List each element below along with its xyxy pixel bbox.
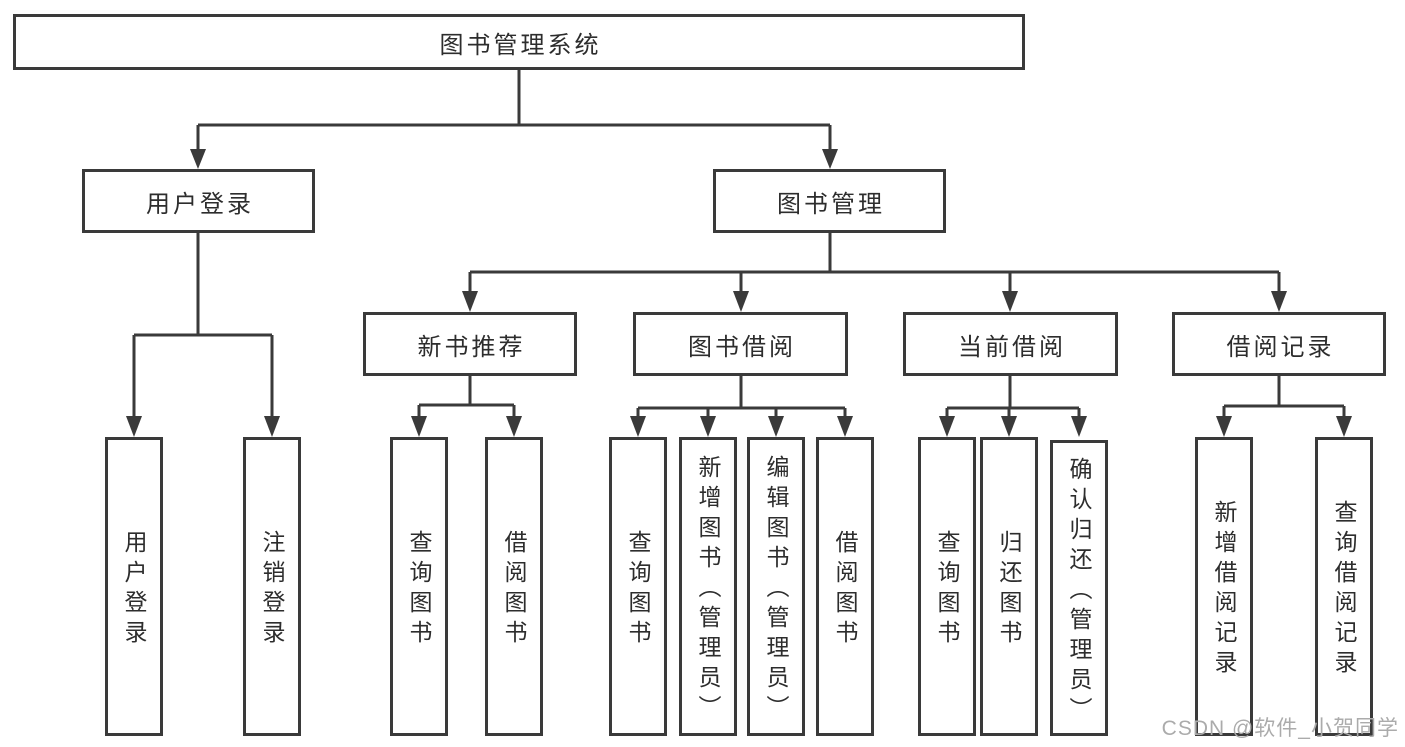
leaf-user-login: 用户登录	[105, 437, 163, 736]
leaf-return-books: 归还图书	[980, 437, 1038, 736]
leaf-query-books-recommend-label: 查询图书	[406, 530, 432, 650]
connector-current-borrowing-branch	[939, 376, 1087, 437]
connector-borrowing-records-branch	[1216, 376, 1352, 437]
node-user-login-label: 用户登录	[146, 190, 254, 218]
node-book-borrowing: 图书借阅	[633, 312, 848, 376]
leaf-query-books-current-label: 查询图书	[934, 530, 960, 650]
leaf-logout: 注销登录	[243, 437, 301, 736]
node-book-borrowing-label: 图书借阅	[688, 333, 796, 361]
leaf-add-book-admin-label: 新增图书（管理员）	[695, 455, 721, 725]
leaf-borrow-books-borrowing: 借阅图书	[816, 437, 874, 736]
connector-root	[190, 70, 838, 169]
leaf-query-borrow-record-label: 查询借阅记录	[1331, 500, 1357, 680]
node-library-management-system-label: 图书管理系统	[439, 31, 602, 59]
connector-user-login-branch	[126, 233, 280, 437]
connector-book-management-branch	[462, 233, 1287, 312]
node-borrowing-records-label: 借阅记录	[1226, 333, 1335, 361]
leaf-borrow-books-recommend-label: 借阅图书	[501, 530, 527, 650]
node-book-management: 图书管理	[713, 169, 946, 233]
leaf-return-books-label: 归还图书	[996, 530, 1022, 650]
leaf-add-borrow-record-label: 新增借阅记录	[1211, 500, 1237, 680]
node-new-book-recommendation: 新书推荐	[363, 312, 577, 376]
leaf-user-login-label: 用户登录	[121, 530, 147, 650]
connector-book-borrowing-branch	[630, 376, 853, 437]
csdn-watermark: CSDN @软件_小贺同学	[1161, 717, 1399, 740]
connector-new-book-recommendation-branch	[411, 376, 522, 437]
node-library-management-system: 图书管理系统	[13, 14, 1025, 70]
leaf-edit-book-admin: 编辑图书（管理员）	[747, 437, 805, 736]
leaf-logout-label: 注销登录	[259, 530, 285, 650]
leaf-add-borrow-record: 新增借阅记录	[1195, 437, 1253, 736]
node-user-login: 用户登录	[82, 169, 315, 233]
leaf-query-books-recommend: 查询图书	[390, 437, 448, 736]
leaf-query-books-current: 查询图书	[918, 437, 976, 736]
leaf-edit-book-admin-label: 编辑图书（管理员）	[763, 455, 789, 725]
leaf-add-book-admin: 新增图书（管理员）	[679, 437, 737, 736]
leaf-confirm-return-admin: 确认归还（管理员）	[1050, 440, 1108, 736]
leaf-query-books-borrowing-label: 查询图书	[625, 530, 651, 650]
leaf-borrow-books-recommend: 借阅图书	[485, 437, 543, 736]
node-book-management-label: 图书管理	[777, 190, 885, 218]
node-borrowing-records: 借阅记录	[1172, 312, 1386, 376]
node-current-borrowing-label: 当前借阅	[958, 333, 1066, 361]
leaf-query-borrow-record: 查询借阅记录	[1315, 437, 1373, 736]
node-current-borrowing: 当前借阅	[903, 312, 1118, 376]
leaf-borrow-books-borrowing-label: 借阅图书	[832, 530, 858, 650]
node-new-book-recommendation-label: 新书推荐	[417, 333, 526, 361]
leaf-confirm-return-admin-label: 确认归还（管理员）	[1066, 456, 1092, 727]
leaf-query-books-borrowing: 查询图书	[609, 437, 667, 736]
